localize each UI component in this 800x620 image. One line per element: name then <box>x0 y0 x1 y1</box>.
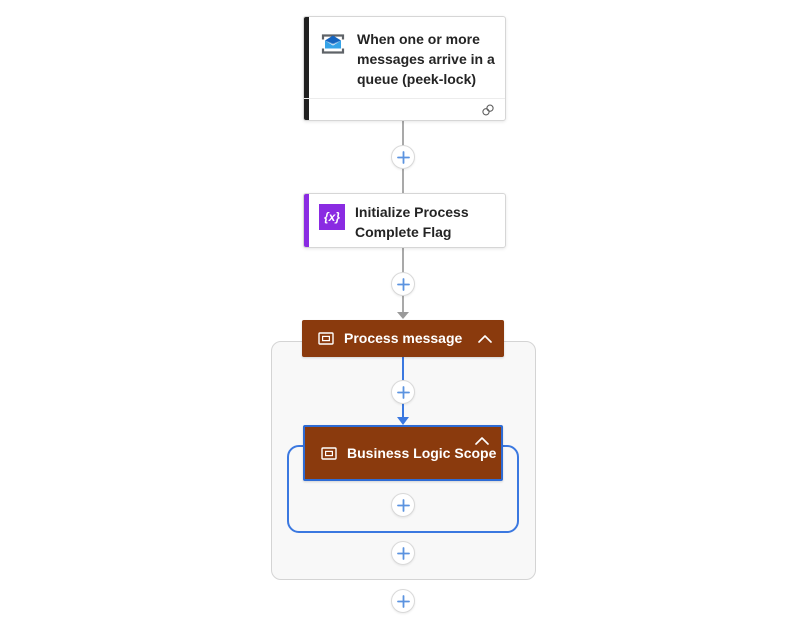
trigger-title: When one or more messages arrive in a qu… <box>357 31 495 87</box>
scope-title: Business Logic Scope <box>347 444 497 461</box>
variable-accent-bar <box>304 194 309 247</box>
edge-arrowhead-blue <box>397 417 409 425</box>
initialize-variable-card[interactable]: {x} Initialize Process Complete Flag <box>303 193 506 248</box>
trigger-accent-bar <box>304 17 309 120</box>
connection-link-icon[interactable] <box>481 103 495 117</box>
scope-icon <box>321 446 337 460</box>
plus-icon <box>396 385 410 399</box>
variable-icon: {x} <box>319 204 345 230</box>
chevron-up-icon[interactable] <box>478 334 492 343</box>
plus-icon <box>396 150 410 164</box>
plus-icon <box>396 277 410 291</box>
edge-arrowhead-gray <box>397 312 409 319</box>
add-action-button-3[interactable] <box>391 380 415 404</box>
plus-icon <box>396 498 410 512</box>
process-message-scope-header[interactable]: Process message <box>302 320 504 357</box>
scope-icon <box>318 332 334 345</box>
add-action-button-1[interactable] <box>391 145 415 169</box>
business-logic-scope-header[interactable]: Business Logic Scope <box>303 425 503 481</box>
add-action-button-2[interactable] <box>391 272 415 296</box>
chevron-up-icon[interactable] <box>475 437 489 445</box>
trigger-card[interactable]: When one or more messages arrive in a qu… <box>303 16 506 121</box>
add-action-button-4[interactable] <box>391 493 415 517</box>
service-bus-icon <box>321 34 345 54</box>
scope-title: Process message <box>344 330 463 346</box>
plus-icon <box>396 594 410 608</box>
plus-icon <box>396 546 410 560</box>
initialize-variable-title: Initialize Process Complete Flag <box>355 204 469 240</box>
trigger-footer <box>304 98 505 120</box>
add-action-button-6[interactable] <box>391 589 415 613</box>
add-action-button-5[interactable] <box>391 541 415 565</box>
